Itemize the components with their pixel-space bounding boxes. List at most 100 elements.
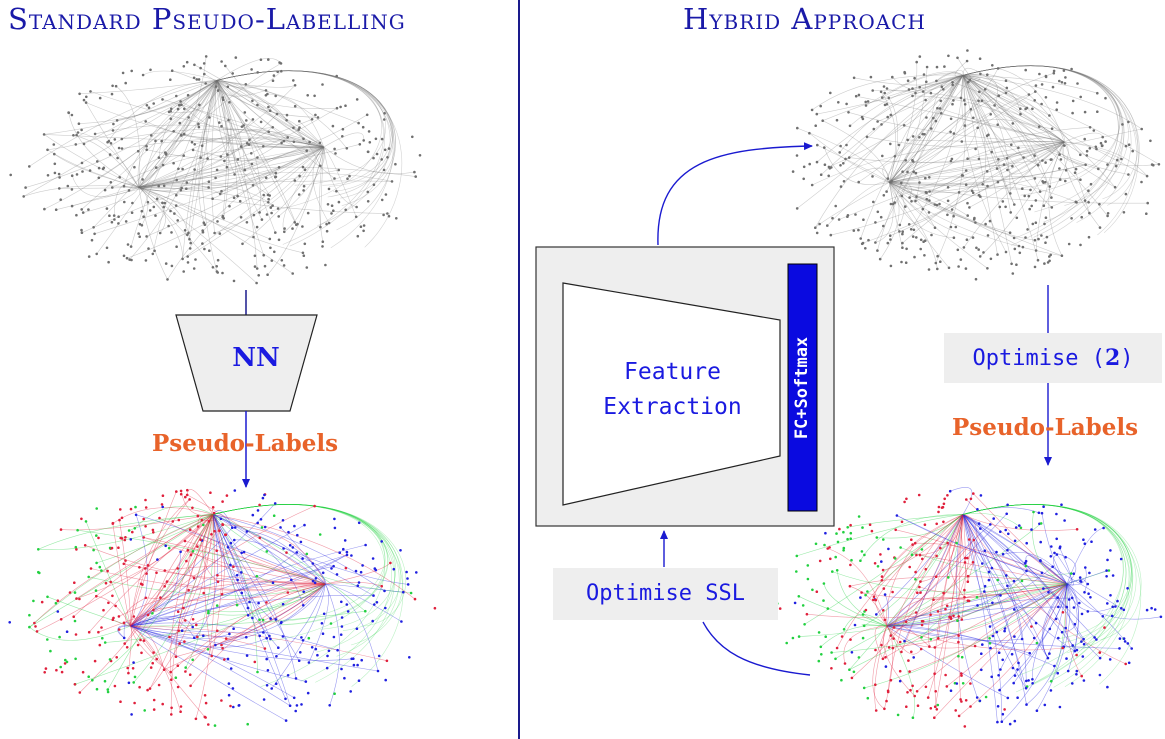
graph-edge bbox=[812, 141, 1065, 186]
graph-edge bbox=[877, 75, 964, 251]
graph-edge bbox=[130, 625, 171, 673]
graph-node bbox=[189, 684, 192, 688]
graph-node bbox=[259, 58, 263, 61]
graph-node bbox=[243, 168, 247, 172]
graph-edge bbox=[229, 102, 324, 148]
graph-node bbox=[251, 118, 255, 121]
graph-edge bbox=[96, 80, 218, 255]
graph-node bbox=[977, 248, 980, 251]
graph-edge bbox=[44, 134, 324, 148]
graph-edge bbox=[138, 169, 339, 190]
graph-node bbox=[1098, 226, 1102, 229]
graph-node bbox=[131, 667, 135, 670]
graph-edge bbox=[138, 186, 269, 203]
graph-edge bbox=[796, 514, 964, 557]
graph-edge bbox=[958, 514, 964, 700]
graph-edge bbox=[1064, 141, 1148, 177]
graph-node bbox=[860, 591, 863, 594]
graph-node bbox=[943, 497, 946, 501]
graph-edge bbox=[886, 625, 922, 655]
graph-node bbox=[1064, 169, 1068, 172]
graph-node bbox=[1140, 127, 1143, 131]
graph-node bbox=[1079, 580, 1083, 583]
graph-node bbox=[193, 143, 196, 146]
graph-node bbox=[840, 635, 844, 638]
graph-node bbox=[111, 129, 115, 132]
graph-node bbox=[933, 646, 937, 649]
graph-edge bbox=[323, 146, 415, 175]
graph-node bbox=[1008, 231, 1012, 234]
graph-node bbox=[842, 628, 846, 631]
graph-node bbox=[1039, 540, 1042, 544]
graph-edge bbox=[216, 80, 287, 121]
graph-edge bbox=[962, 75, 1039, 166]
graph-node bbox=[34, 625, 37, 628]
graph-node bbox=[991, 64, 994, 67]
graph-edge bbox=[178, 514, 214, 631]
graph-node bbox=[301, 165, 305, 169]
graph-node bbox=[906, 79, 910, 82]
graph-node bbox=[864, 247, 867, 250]
graph-edge bbox=[152, 80, 218, 254]
graph-node bbox=[215, 270, 219, 273]
graph-edge bbox=[883, 625, 915, 697]
graph-node bbox=[920, 636, 923, 639]
graph-node bbox=[1025, 679, 1028, 683]
graph-node bbox=[38, 571, 41, 575]
graph-edge bbox=[77, 529, 326, 585]
graph-node bbox=[797, 635, 801, 638]
graph-node bbox=[1095, 147, 1098, 151]
graph-node bbox=[40, 600, 44, 604]
graph-edge bbox=[204, 73, 324, 148]
graph-edge bbox=[170, 514, 214, 680]
graph-node bbox=[340, 600, 343, 604]
graph-node bbox=[842, 549, 845, 552]
graph-node bbox=[842, 162, 845, 165]
graph-node bbox=[920, 548, 924, 551]
graph-node bbox=[963, 124, 967, 127]
graph-edge bbox=[950, 514, 971, 618]
graph-node bbox=[175, 178, 178, 182]
graph-edge bbox=[889, 182, 903, 248]
graph-node bbox=[921, 90, 925, 93]
graph-edge bbox=[806, 583, 1068, 619]
graph-node bbox=[105, 207, 109, 210]
graph-node bbox=[151, 252, 155, 256]
graph-node bbox=[184, 619, 187, 622]
graph-edge bbox=[169, 583, 326, 638]
graph-edge bbox=[212, 514, 291, 706]
graph-node bbox=[981, 643, 984, 646]
graph-node bbox=[8, 621, 11, 624]
graph-node bbox=[264, 176, 268, 180]
graph-node bbox=[928, 190, 931, 193]
graph-edge bbox=[276, 583, 326, 657]
graph-node bbox=[335, 106, 339, 110]
graph-node bbox=[1088, 571, 1091, 575]
graph-node bbox=[340, 616, 344, 619]
graph-node bbox=[1025, 541, 1028, 545]
graph-edge bbox=[161, 80, 218, 142]
graph-node bbox=[37, 548, 40, 551]
graph-node bbox=[132, 681, 135, 684]
graph-edge bbox=[874, 625, 888, 711]
graph-node bbox=[180, 629, 184, 632]
graph-node bbox=[887, 646, 891, 649]
graph-node bbox=[269, 246, 272, 250]
graph-node bbox=[1036, 258, 1040, 262]
graph-node bbox=[158, 231, 162, 235]
graph-node bbox=[1090, 540, 1093, 543]
graph-edge bbox=[873, 514, 964, 597]
graph-node bbox=[236, 194, 239, 198]
graph-node bbox=[1075, 653, 1078, 657]
graph-node bbox=[848, 668, 851, 671]
graph-node bbox=[265, 636, 269, 640]
graph-arc bbox=[212, 504, 392, 682]
graph-node bbox=[411, 135, 414, 139]
graph-edge bbox=[130, 503, 276, 627]
graph-node bbox=[333, 177, 336, 180]
graph-node bbox=[1140, 180, 1143, 184]
graph-node bbox=[263, 525, 267, 529]
graph-node bbox=[966, 201, 969, 205]
graph-edge bbox=[838, 141, 1065, 220]
graph-edge bbox=[282, 146, 325, 232]
